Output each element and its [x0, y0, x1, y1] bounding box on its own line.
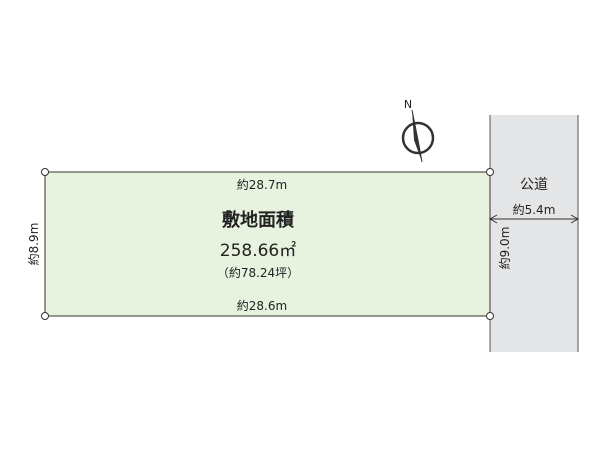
corner-marker — [486, 312, 494, 320]
area-value: 258.66㎡ — [220, 241, 296, 261]
top-length-label: 約28.7m — [237, 177, 287, 192]
area-title: 敷地面積 — [222, 209, 295, 231]
corner-marker — [41, 168, 49, 176]
north-compass-icon: N — [401, 98, 435, 163]
right-length-label: 約9.0m — [497, 227, 512, 270]
arrow-right-icon — [570, 214, 580, 224]
area-tsubo: （約78.24坪） — [217, 265, 299, 280]
road-label: 公道 — [520, 177, 548, 193]
public-road-area — [490, 115, 578, 352]
road-width-label: 約5.4m — [513, 202, 556, 217]
corner-marker — [41, 312, 49, 320]
north-label: N — [404, 98, 412, 111]
corner-marker — [486, 168, 494, 176]
left-length-label: 約8.9m — [26, 223, 41, 266]
bottom-length-label: 約28.6m — [237, 298, 287, 313]
arrow-left-icon — [488, 214, 498, 224]
